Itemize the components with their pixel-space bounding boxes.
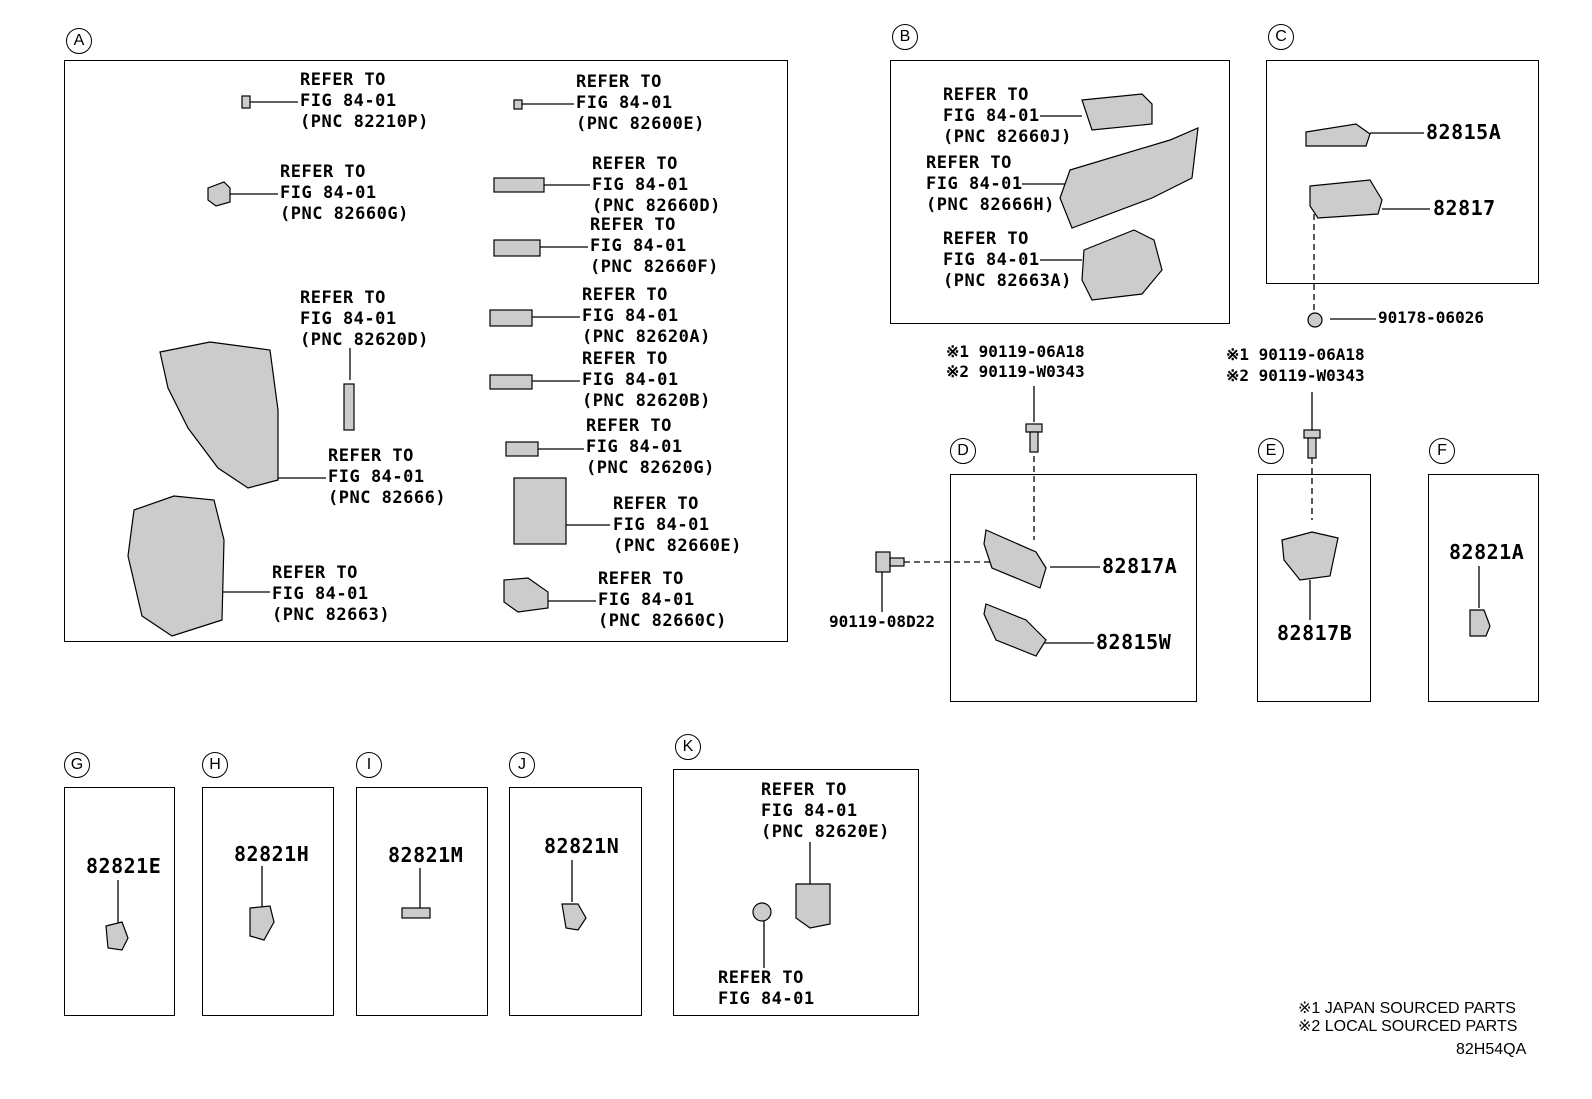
panel-f-letter: F — [1429, 438, 1455, 464]
part-82821E: 82821E — [86, 854, 162, 878]
panel-j — [509, 787, 642, 1016]
bolt-d-2: ※2 90119-W0343 — [946, 362, 1085, 381]
bolt-c-1: ※1 90119-06A18 — [1226, 345, 1365, 364]
panel-j-letter: J — [509, 752, 535, 778]
panel-g-letter: G — [64, 752, 90, 778]
part-82821H: 82821H — [234, 842, 310, 866]
panel-k — [673, 769, 919, 1016]
note-japan: ※1 JAPAN SOURCED PARTS — [1298, 1000, 1516, 1017]
panel-h-letter: H — [202, 752, 228, 778]
note-local: ※2 LOCAL SOURCED PARTS — [1298, 1018, 1518, 1035]
panel-c-letter: C — [1268, 24, 1294, 50]
panel-a-letter: A — [66, 28, 92, 54]
panel-h — [202, 787, 334, 1016]
part-82817: 82817 — [1433, 196, 1496, 220]
part-nut: 90178-06026 — [1378, 308, 1484, 327]
panel-k-letter: K — [675, 734, 701, 760]
panel-d-letter: D — [950, 438, 976, 464]
part-82817B: 82817B — [1277, 621, 1353, 645]
part-82821M: 82821M — [388, 843, 464, 867]
panel-b-letter: B — [892, 24, 918, 50]
panel-a — [64, 60, 788, 642]
part-bolt-d: 90119-08D22 — [829, 612, 935, 631]
panel-g — [64, 787, 175, 1016]
diagram-code: 82H54QA — [1456, 1041, 1527, 1058]
part-82821A: 82821A — [1449, 540, 1525, 564]
bolt-c-2: ※2 90119-W0343 — [1226, 366, 1365, 385]
part-82821N: 82821N — [544, 834, 620, 858]
panel-e — [1257, 474, 1371, 702]
panel-c — [1266, 60, 1539, 284]
panel-i-letter: I — [356, 752, 382, 778]
panel-i — [356, 787, 488, 1016]
part-82815A: 82815A — [1426, 120, 1502, 144]
panel-d — [950, 474, 1197, 702]
panel-f — [1428, 474, 1539, 702]
part-82815W: 82815W — [1096, 630, 1172, 654]
panel-e-letter: E — [1258, 438, 1284, 464]
part-82817A: 82817A — [1102, 554, 1178, 578]
bolt-d-1: ※1 90119-06A18 — [946, 342, 1085, 361]
panel-b — [890, 60, 1230, 324]
